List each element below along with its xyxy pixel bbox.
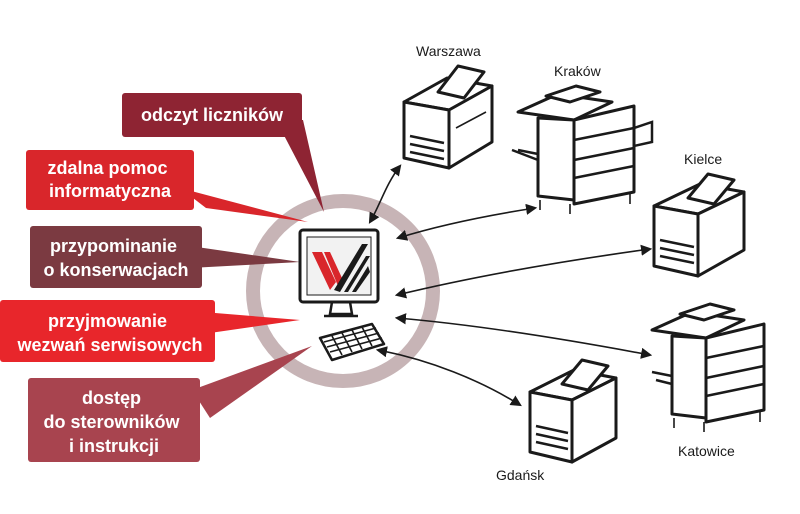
svg-text:zdalna pomoc informatycz: zdalna pomoc informatyczna: [47, 158, 172, 201]
connections: [368, 164, 653, 407]
pointer-przypominanie: [190, 246, 300, 268]
location-label-kielce: Kielce: [684, 151, 722, 167]
printer-icon-warszawa: [402, 64, 494, 170]
service-label-przypominanie: przypominanie o konserwacjach: [30, 226, 202, 288]
connection-krakow: [395, 203, 538, 241]
computer-icon: [298, 228, 386, 362]
location-label-gdansk: Gdańsk: [496, 467, 545, 483]
service-label-dostep: dostęp do sterowników i instrukcji: [28, 378, 200, 462]
svg-text:przypominanie o konserwa: przypominanie o konserwacjach: [43, 236, 188, 280]
location-label-krakow: Kraków: [554, 63, 602, 79]
connection-gdansk: [375, 346, 522, 407]
copier-icon-katowice: [650, 302, 766, 432]
printer-icon-kielce: [652, 172, 746, 278]
location-label-katowice: Katowice: [678, 443, 735, 459]
service-label-odczyt: odczyt liczników: [122, 93, 302, 137]
connection-katowice: [394, 313, 653, 359]
service-label-zdalna: zdalna pomoc informatyczna: [26, 150, 194, 210]
service-pointers: [180, 120, 324, 418]
company-logo: [312, 244, 370, 292]
svg-text:odczyt liczników: odczyt liczników: [141, 105, 284, 125]
service-label-przyjmowanie: przyjmowanie wezwań serwisowych: [0, 300, 215, 362]
connection-kielce: [394, 244, 653, 299]
pointer-przyjmowanie: [203, 312, 300, 334]
keyboard-icon: [318, 322, 386, 362]
connection-warszawa: [368, 164, 402, 224]
pointer-dostep: [192, 346, 312, 418]
printer-icon-gdansk: [528, 358, 618, 464]
location-label-warszawa: Warszawa: [416, 43, 481, 59]
svg-text:dostęp do sterowników: dostęp do sterowników i instrukcji: [43, 388, 184, 456]
svg-text:przyjmowanie wezwań serw: przyjmowanie wezwań serwisowych: [16, 311, 202, 355]
pointer-odczyt: [276, 120, 324, 212]
pointer-zdalna: [180, 188, 308, 222]
copier-icon-krakow: [511, 84, 654, 214]
